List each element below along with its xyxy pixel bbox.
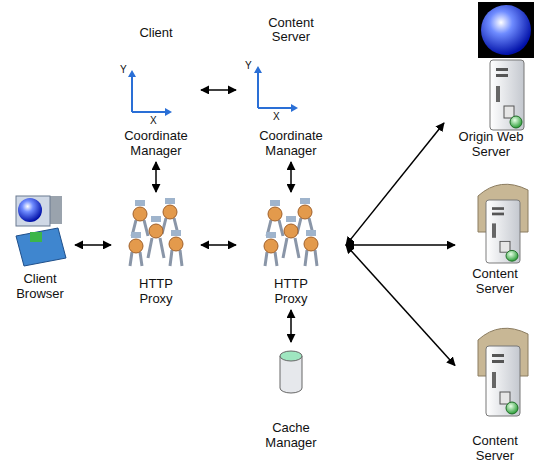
connector-arrow: [346, 123, 444, 245]
axis-label: X: [150, 115, 157, 126]
axes-icon: [254, 66, 298, 112]
content-server-panel: Content ServerCoordinate ManagerHTTP Pro…: [232, 12, 350, 467]
proxy-icon: [264, 198, 318, 266]
connector-arrow: [155, 162, 157, 192]
server-dome: [478, 328, 528, 376]
browser-icon: [46, 196, 62, 224]
proxy-icon: [129, 198, 183, 266]
content-server-icon: [478, 184, 528, 263]
browser-icon: [16, 196, 50, 226]
panel-tab: [253, 13, 329, 47]
panel-outline: [232, 12, 350, 467]
node-label: Content Server: [463, 267, 527, 296]
panel-title: Content Server: [260, 16, 322, 45]
http-proxy: HTTP Proxy: [111, 192, 201, 310]
browser-icon: [18, 198, 42, 222]
axis-label: Y: [120, 64, 127, 75]
connector-arrow: [290, 162, 292, 192]
connector-arrow: [346, 244, 455, 246]
globe-icon: [481, 5, 531, 55]
http-proxy: HTTP Proxy: [236, 192, 346, 310]
panel-title: Client: [139, 26, 172, 40]
node-label: Coordinate Manager: [114, 129, 198, 158]
axis-label: X: [273, 111, 280, 122]
axes-icon: [258, 72, 292, 108]
node-label: Coordinate Manager: [249, 129, 333, 158]
axes-icon: [128, 70, 172, 116]
cache-cylinder: [280, 356, 302, 393]
node-label: Client Browser: [10, 272, 70, 301]
panel-body: [108, 33, 204, 316]
server-tower: [486, 200, 520, 263]
content-server: Content Server: [455, 178, 535, 300]
node-label: HTTP Proxy: [131, 277, 181, 306]
cache-manager: Cache Manager: [236, 342, 346, 454]
browser-icon: [30, 232, 42, 242]
server-tower: [486, 346, 520, 416]
node-label: Origin Web Server: [447, 130, 535, 159]
server-dome: [478, 184, 528, 232]
browser-node: Client Browser: [5, 190, 75, 305]
connector-arrow: [346, 245, 455, 365]
browser-icon: [16, 196, 66, 266]
content-server: Content Server: [455, 322, 535, 467]
server-tower: [490, 60, 524, 130]
origin-web-server: Origin Web Server: [444, 3, 538, 163]
connector-arrow: [201, 244, 236, 246]
content-server-icon: [478, 328, 528, 416]
node-label: HTTP Proxy: [266, 277, 316, 306]
panel-tab: [125, 23, 187, 42]
axes-icon: [132, 72, 292, 112]
globe-icon: [478, 2, 534, 58]
panel-body: [233, 31, 349, 466]
origin-server-icon: [478, 2, 534, 130]
node-label: Cache Manager: [256, 421, 326, 450]
connector-arrow: [75, 244, 111, 246]
browser-icon: [16, 228, 66, 266]
axes-icon: [128, 66, 298, 116]
axes-icon: [132, 76, 166, 112]
connector-arrow: [290, 310, 292, 342]
coordinate-manager: Coordinate Manager: [236, 52, 346, 162]
axis-label: Y: [245, 60, 252, 71]
connector-arrow: [201, 89, 236, 91]
node-label: Content Server: [463, 434, 527, 463]
cache-cylinder: [280, 351, 302, 361]
cache-cylinder: [280, 351, 302, 393]
